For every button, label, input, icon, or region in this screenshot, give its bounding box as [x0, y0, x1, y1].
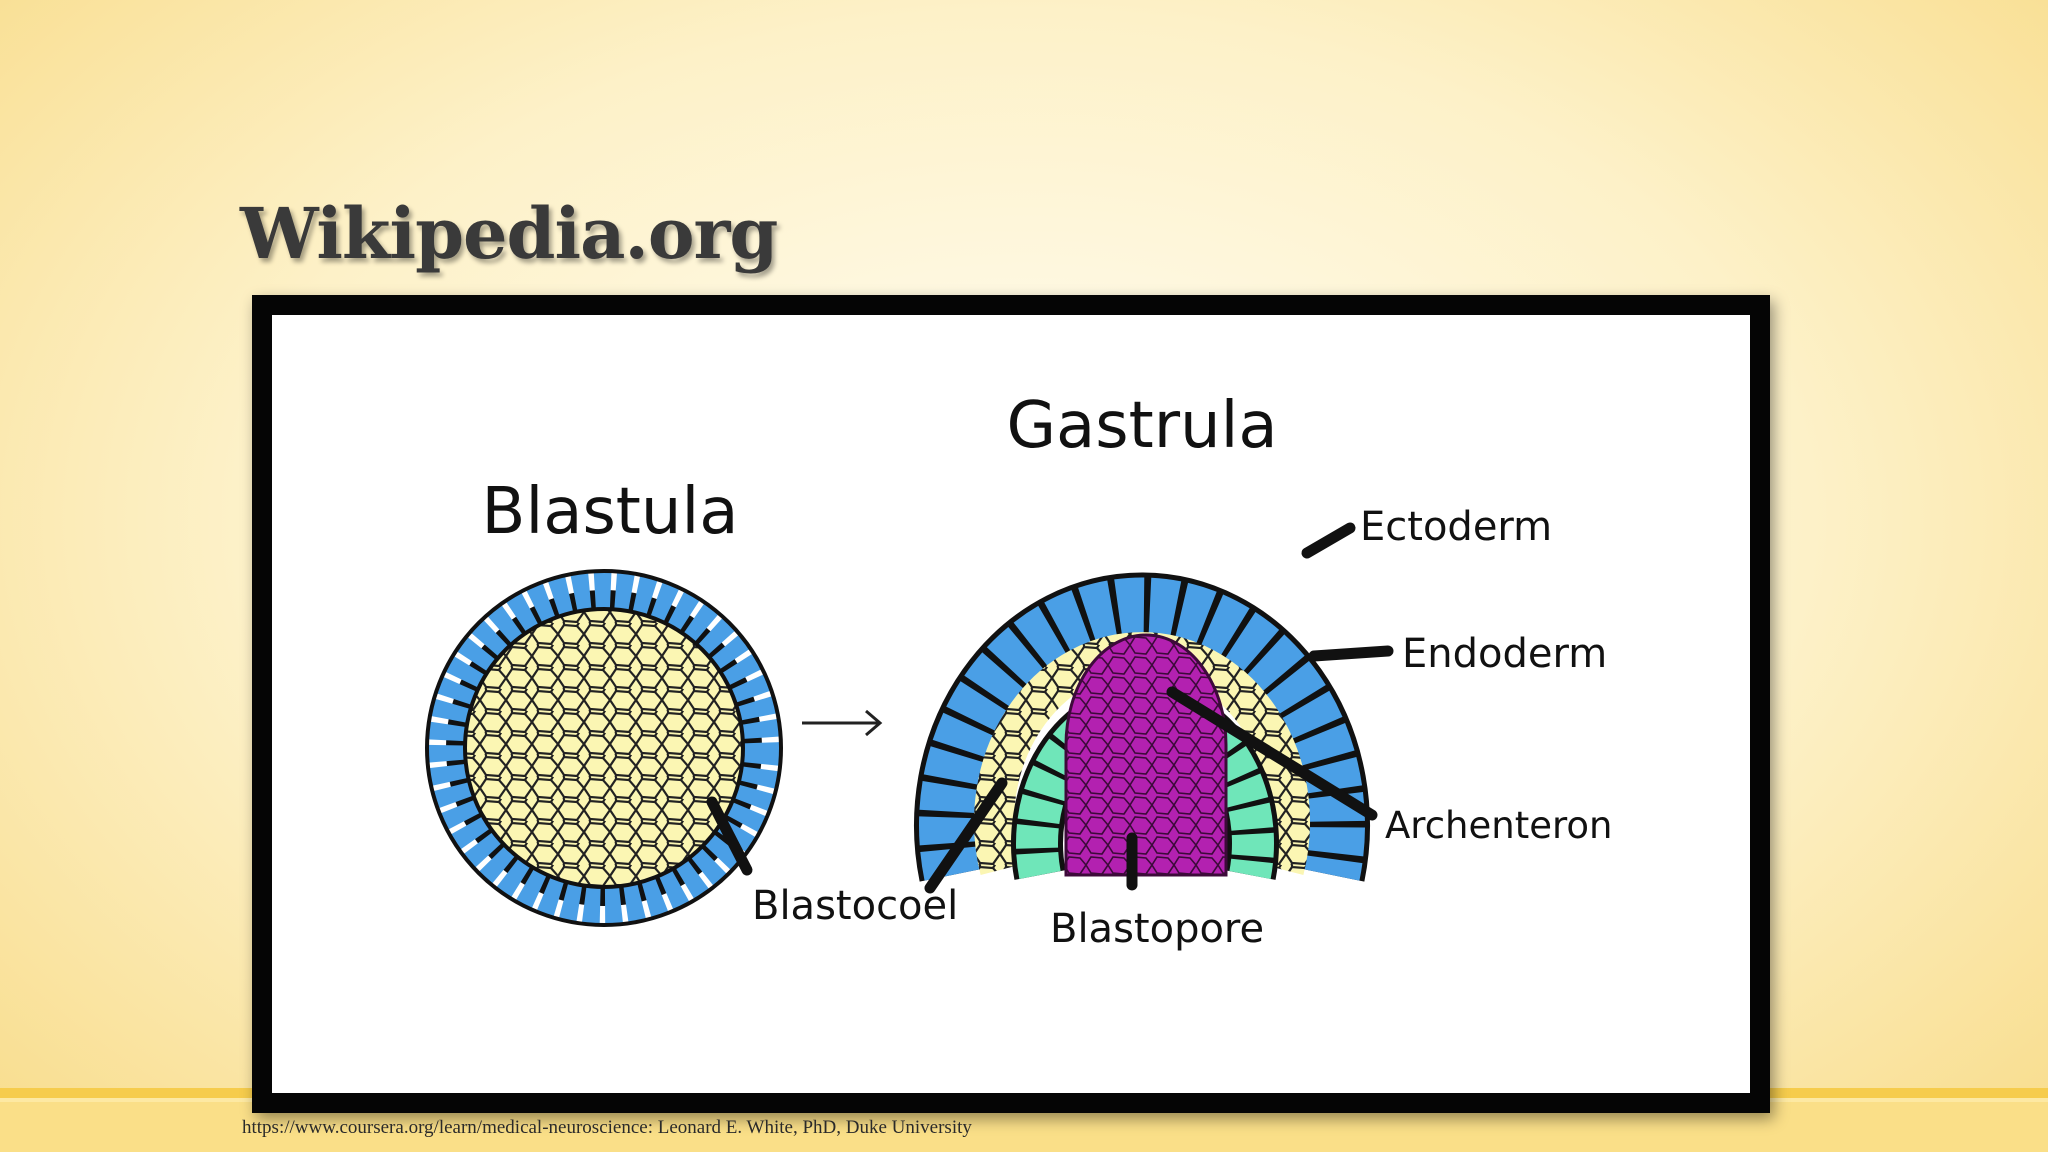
- embryo-diagram: Blastula Gastrula: [425, 389, 1612, 952]
- arrow-icon: [802, 709, 883, 737]
- blastula-embryo: Blastula: [425, 475, 783, 927]
- gastrula-embryo: Gastrula: [914, 389, 1370, 882]
- source-caption: https://www.coursera.org/learn/medical-n…: [242, 1117, 972, 1138]
- blastula-title: Blastula: [482, 475, 739, 549]
- label-archenteron: Archenteron: [1385, 804, 1612, 847]
- label-endoderm: Endoderm: [1402, 631, 1607, 677]
- embryo-figure: Blastula Gastrula: [252, 295, 1770, 1113]
- label-ectoderm: Ectoderm: [1360, 504, 1552, 550]
- label-blastocoel: Blastocoel: [752, 883, 958, 929]
- label-blastopore: Blastopore: [1050, 906, 1264, 952]
- slide-title: Wikipedia.org: [240, 192, 778, 275]
- gastrula-title: Gastrula: [1006, 389, 1277, 463]
- leader-lines: [706, 522, 1394, 894]
